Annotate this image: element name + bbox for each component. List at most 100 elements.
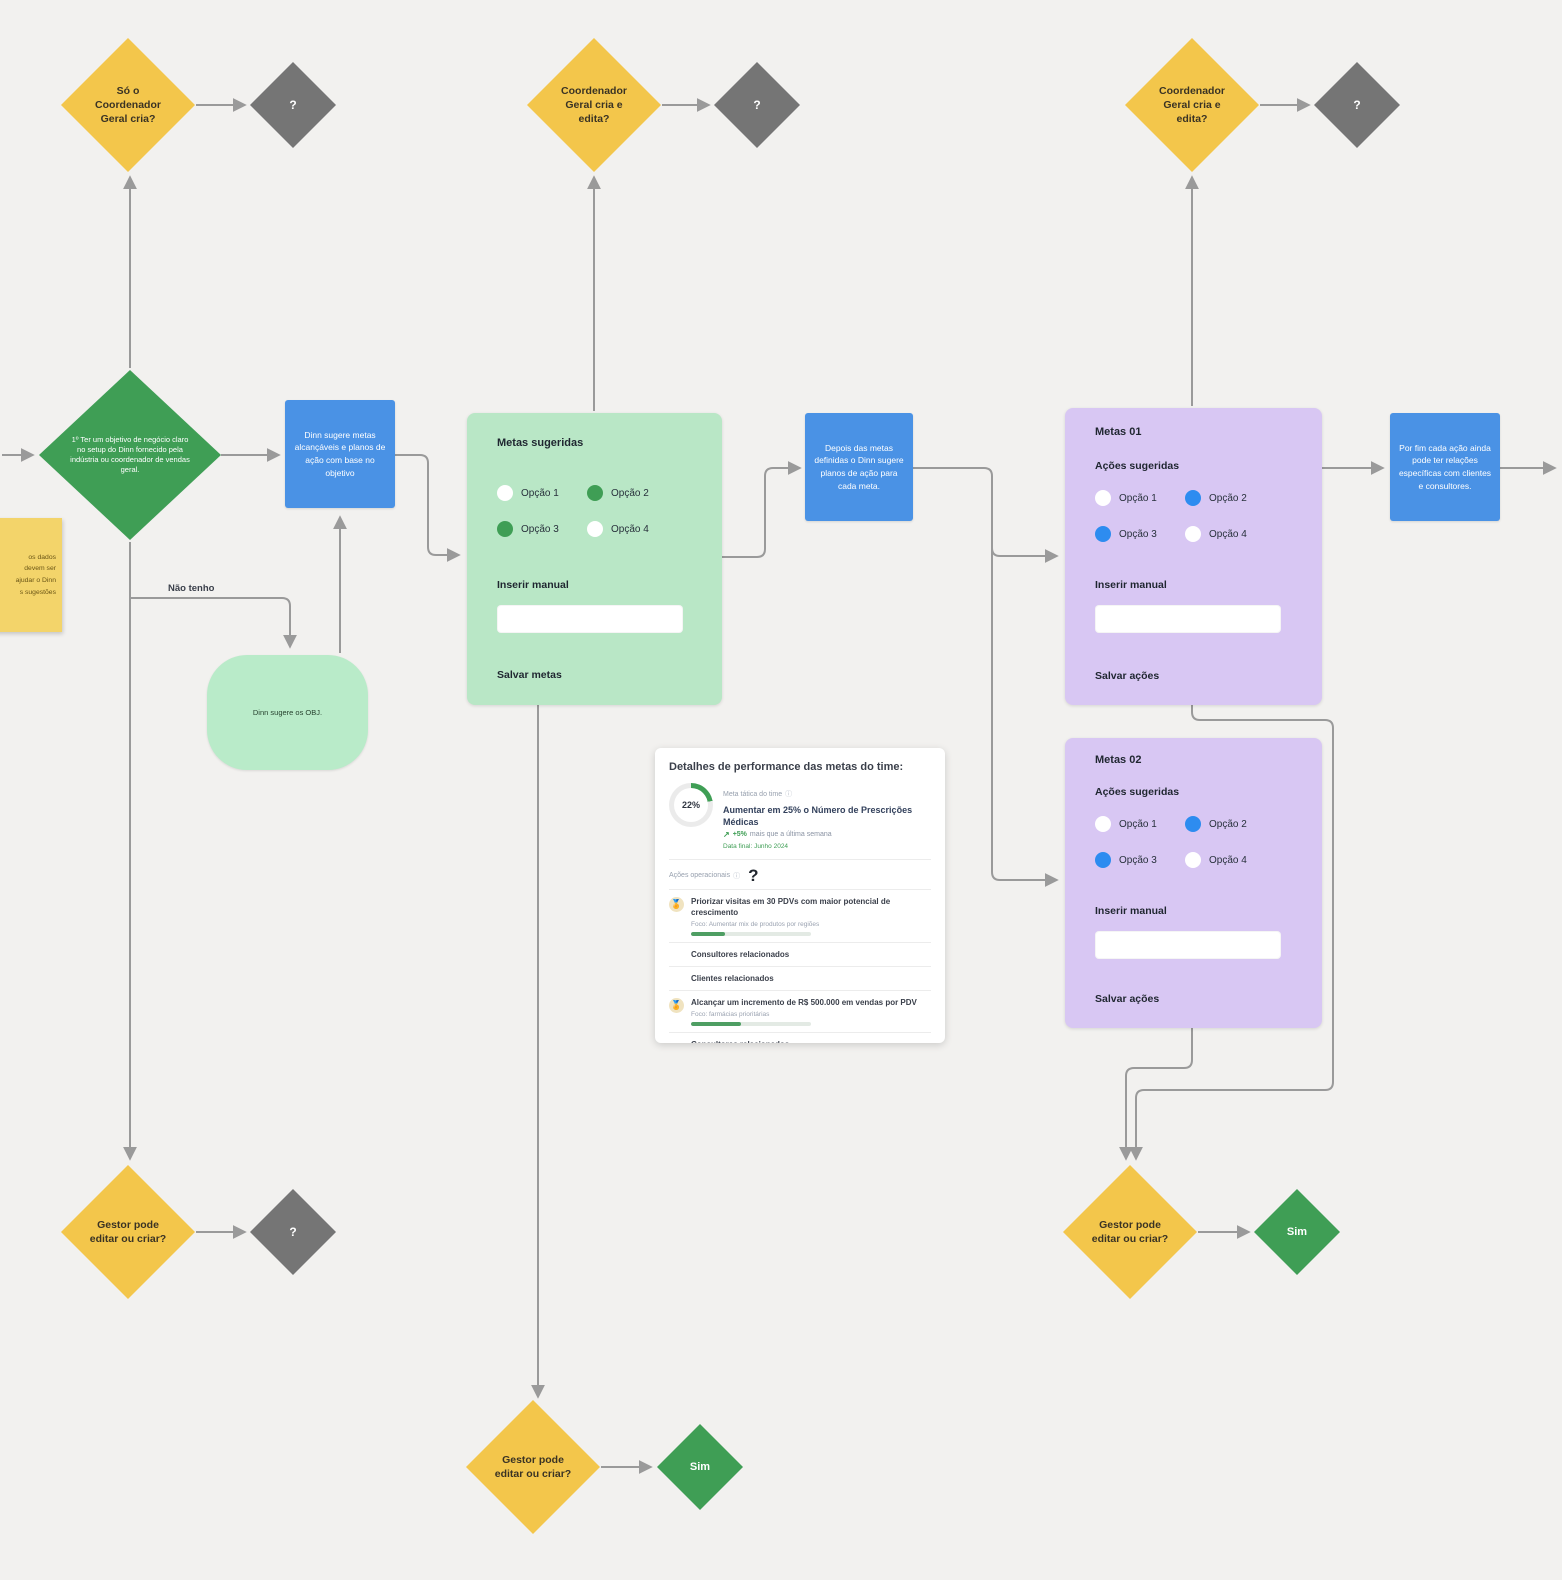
radio-icon[interactable] xyxy=(1095,816,1111,832)
acoes-sugeridas-label: Ações sugeridas xyxy=(1095,786,1180,798)
decision-label: Coordenador Geral cria e edita? xyxy=(1159,84,1225,126)
inserir-manual-input[interactable] xyxy=(1095,931,1281,959)
option-4[interactable]: Opção 4 xyxy=(1185,852,1247,868)
option-2[interactable]: Opção 2 xyxy=(1185,816,1247,832)
goal-badge-icon: 🏅 xyxy=(669,897,684,913)
question-mark-label: ? xyxy=(1353,97,1361,112)
option-4[interactable]: Opção 4 xyxy=(1185,526,1247,542)
connector xyxy=(1129,705,1334,1161)
panel-title: Metas sugeridas xyxy=(497,437,584,449)
action-title: Alcançar um incremento de R$ 500.000 em … xyxy=(691,997,917,1007)
progress-bar xyxy=(691,1021,811,1026)
option-label: Opção 1 xyxy=(521,487,559,499)
decision-label: Gestor pode editar ou criar? xyxy=(494,1453,572,1480)
option-3[interactable]: Opção 3 xyxy=(1095,852,1157,868)
depois-das-metas-node[interactable]: Depois das metas definidas o Dinn sugere… xyxy=(805,413,913,521)
inserir-manual-input[interactable] xyxy=(497,605,683,633)
panel-title: Metas 01 xyxy=(1095,426,1142,438)
radio-icon[interactable] xyxy=(497,485,513,501)
radio-icon[interactable] xyxy=(1185,816,1201,832)
option-label: Opção 1 xyxy=(1119,818,1157,830)
radio-icon[interactable] xyxy=(1185,490,1201,506)
option-label: Opção 2 xyxy=(1209,818,1247,830)
radio-icon[interactable] xyxy=(1095,526,1111,542)
action-title: Priorizar visitas em 30 PDVs com maior p… xyxy=(691,897,891,918)
salvar-metas-button[interactable]: Salvar metas xyxy=(497,669,562,681)
meta-goal: Aumentar em 25% o Número de Prescrições … xyxy=(723,805,913,828)
option-label: Opção 3 xyxy=(1119,528,1157,540)
question-mark-label: ? xyxy=(753,97,761,112)
action-item: 🏅 Priorizar visitas em 30 PDVs com maior… xyxy=(669,890,931,943)
option-label: Opção 1 xyxy=(1119,492,1157,504)
inserir-manual-label: Inserir manual xyxy=(1095,905,1167,917)
acoes-operacionais-label: Ações operacionais xyxy=(669,872,731,880)
node-label: Por fim cada ação ainda pode ter relaçõe… xyxy=(1398,442,1492,491)
progress-ring: 22% xyxy=(669,783,713,827)
decision-label: Coordenador Geral cria e edita? xyxy=(561,84,627,126)
option-3[interactable]: Opção 3 xyxy=(1095,526,1157,542)
option-label: Opção 3 xyxy=(521,523,559,535)
question-mark-label: ? xyxy=(289,97,297,112)
delta-text: mais que a última semana xyxy=(749,831,832,839)
radio-icon[interactable] xyxy=(497,521,513,537)
action-focus: Foco: farmácias prioritárias xyxy=(691,1010,770,1018)
radio-icon[interactable] xyxy=(1185,852,1201,868)
option-label: Opção 4 xyxy=(1209,854,1247,866)
radio-icon[interactable] xyxy=(1185,526,1201,542)
sticky-line: ajudar o Dinn xyxy=(15,577,56,584)
performance-detail-card[interactable]: Detalhes de performance das metas do tim… xyxy=(655,748,945,1043)
option-1[interactable]: Opção 1 xyxy=(1095,490,1157,506)
radio-icon[interactable] xyxy=(1095,852,1111,868)
option-4[interactable]: Opção 4 xyxy=(587,521,649,537)
radio-icon[interactable] xyxy=(1095,490,1111,506)
meta-tag: Meta tática do time xyxy=(723,791,783,798)
question-mark-label: ? xyxy=(289,1224,297,1239)
action-focus: Foco: Aumentar mix de produtos por regiõ… xyxy=(691,920,820,928)
node-label: Dinn sugere os OBJ. xyxy=(252,708,323,717)
dinn-sugere-metas-node[interactable]: Dinn sugere metas alcançáveis e planos d… xyxy=(285,400,395,508)
option-label: Opção 4 xyxy=(611,523,649,535)
sticky-note[interactable]: os dados devem ser ajudar o Dinn s suges… xyxy=(0,518,62,632)
action-item: 🏅 Alcançar um incremento de R$ 500.000 e… xyxy=(669,991,931,1033)
metas-sugeridas-panel[interactable]: Metas sugeridas Opção 1 Opção 2 Opção 3 … xyxy=(467,413,722,705)
inserir-manual-label: Inserir manual xyxy=(1095,579,1167,591)
panel-title: Metas 02 xyxy=(1095,754,1142,766)
option-1[interactable]: Opção 1 xyxy=(1095,816,1157,832)
progress-percent: 22% xyxy=(681,800,700,810)
goal-badge-icon: 🏅 xyxy=(669,997,684,1013)
inserir-manual-input[interactable] xyxy=(1095,605,1281,633)
objetivo-label: 1º Ter um objetivo de negócio claro no s… xyxy=(70,434,190,475)
node-label: Dinn sugere metas alcançáveis e planos d… xyxy=(294,429,386,478)
connector xyxy=(1119,1028,1193,1161)
option-3[interactable]: Opção 3 xyxy=(497,521,559,537)
option-2[interactable]: Opção 2 xyxy=(1185,490,1247,506)
radio-icon[interactable] xyxy=(587,521,603,537)
salvar-acoes-button[interactable]: Salvar ações xyxy=(1095,670,1160,682)
consultores-relacionados-link[interactable]: Consultores relacionados xyxy=(669,943,931,967)
progress-bar xyxy=(691,931,811,936)
sticky-line: os dados xyxy=(28,553,56,561)
info-icon: ⓘ xyxy=(785,791,793,798)
radio-icon[interactable] xyxy=(587,485,603,501)
connector xyxy=(991,476,1059,887)
dinn-sugere-obj-node[interactable]: Dinn sugere os OBJ. xyxy=(207,655,368,770)
option-2[interactable]: Opção 2 xyxy=(587,485,649,501)
edge-label-nao-tenho: Não tenho xyxy=(168,583,215,594)
option-label: Opção 3 xyxy=(1119,854,1157,866)
inserir-manual-label: Inserir manual xyxy=(497,579,569,591)
consultores-relacionados-link[interactable]: Consultores relacionados xyxy=(669,1033,931,1043)
option-label: Opção 4 xyxy=(1209,528,1247,540)
option-label: Opção 2 xyxy=(1209,492,1247,504)
por-fim-node[interactable]: Por fim cada ação ainda pode ter relaçõe… xyxy=(1390,413,1500,521)
clientes-relacionados-link[interactable]: Clientes relacionados xyxy=(669,967,931,991)
meta-deadline: Data final: Junho 2024 xyxy=(723,843,789,851)
option-1[interactable]: Opção 1 xyxy=(497,485,559,501)
info-icon: ⓘ xyxy=(733,872,741,880)
metas-01-panel[interactable]: Metas 01 Ações sugeridas Opção 1 Opção 2… xyxy=(1065,408,1322,705)
salvar-acoes-button[interactable]: Salvar ações xyxy=(1095,993,1160,1005)
connector xyxy=(912,467,1059,563)
metas-02-panel[interactable]: Metas 02 Ações sugeridas Opção 1 Opção 2… xyxy=(1065,738,1322,1028)
